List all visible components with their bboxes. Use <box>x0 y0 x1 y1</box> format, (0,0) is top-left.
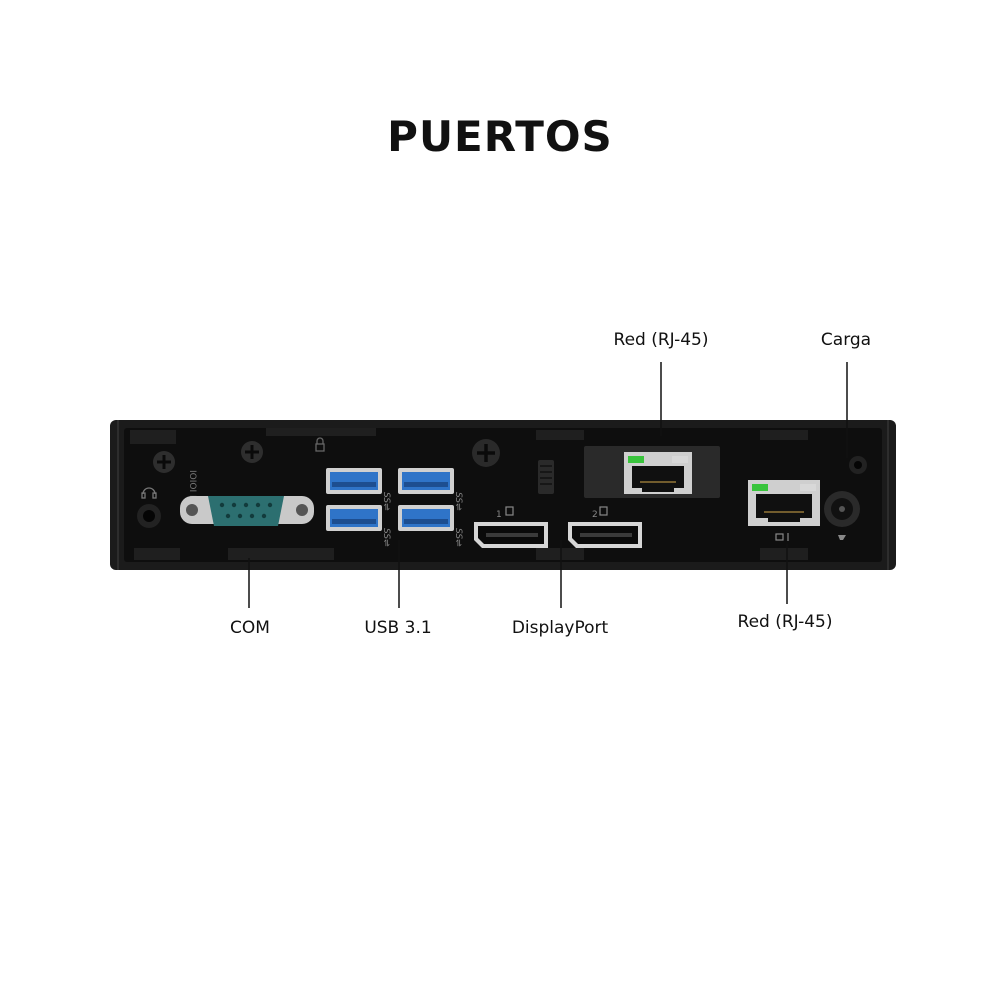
label-displayport: DisplayPort <box>511 618 609 638</box>
label-red-top: Red (RJ-45) <box>613 330 709 350</box>
displayport-icon: 1 <box>496 506 514 520</box>
screw-icon <box>153 451 175 473</box>
panel-recesses <box>130 428 808 560</box>
displayport-icon: 2 <box>592 506 608 520</box>
usb-port-3 <box>326 505 382 531</box>
page-title: PUERTOS <box>387 112 613 161</box>
usb-port-4 <box>398 505 454 531</box>
headphone-jack <box>137 504 161 528</box>
rj45-port-bottom <box>748 480 820 526</box>
displayport-2 <box>568 522 642 548</box>
displayport-1 <box>474 522 548 548</box>
usb-port-2 <box>398 468 454 494</box>
svg-text:1: 1 <box>496 510 502 520</box>
usb-port-1 <box>326 468 382 494</box>
slider-switch <box>538 460 554 494</box>
usb-ss-icon: SS⇌ <box>453 492 463 511</box>
com-port-glyph: IOIOI P <box>187 470 197 501</box>
usb-ss-icon: SS⇌ <box>381 528 391 547</box>
usb-ss-icon: SS⇌ <box>453 528 463 547</box>
svg-text:2: 2 <box>592 510 598 520</box>
screw-icon <box>472 439 500 467</box>
lock-icon <box>315 437 325 452</box>
usb-ss-icon: SS⇌ <box>381 492 391 511</box>
ethernet-icon <box>775 533 789 541</box>
label-com: COM <box>230 618 270 638</box>
rj45-module-top <box>584 446 720 498</box>
label-red-bottom: Red (RJ-45) <box>737 612 833 632</box>
chassis-fins <box>117 420 889 570</box>
label-carga: Carga <box>820 330 872 350</box>
power-icon <box>838 535 846 540</box>
com-port <box>180 496 314 526</box>
screw-icon <box>241 441 263 463</box>
headphone-icon <box>141 487 157 499</box>
power-jack <box>824 456 867 527</box>
label-usb: USB 3.1 <box>364 618 432 638</box>
leader-lines <box>248 362 848 608</box>
